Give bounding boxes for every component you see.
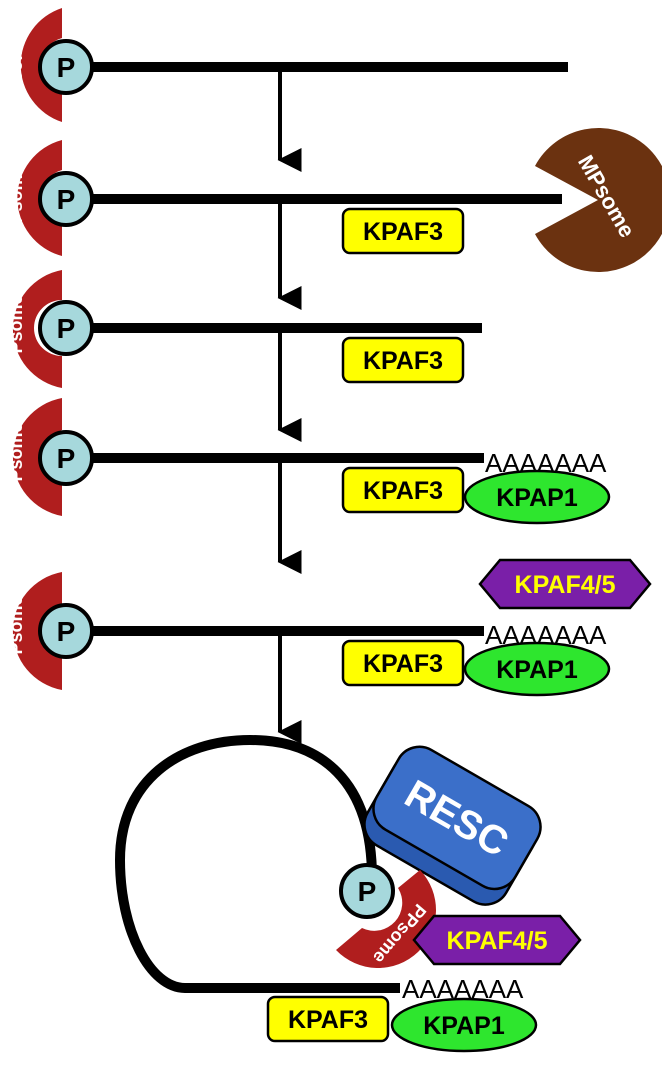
kpap1-ellipse (463, 469, 611, 525)
kpaf3-label: KPAF3 (363, 218, 443, 246)
ppsome-label: PPsome (6, 422, 26, 493)
kpaf3-label: KPAF3 (363, 477, 443, 505)
stage-2: PPsome P KPAF3 MPsome (6, 128, 662, 272)
phosphate-label: P (57, 313, 76, 344)
phosphate-circle (38, 430, 94, 486)
kpaf3-box (266, 995, 390, 1043)
ppsome-icon (12, 270, 63, 388)
kpap1-ellipse (390, 997, 538, 1053)
kpaf45-label: KPAF4/5 (515, 571, 616, 599)
phosphate-label: P (57, 52, 76, 83)
phosphate-label: P (358, 876, 377, 907)
kpaf3-box (341, 207, 465, 255)
looped-rna-strand (114, 734, 400, 993)
ppsome-label: PPsome (6, 294, 26, 365)
stage-4: PPsome P AAAAAAA KPAF3 KPAP1 (6, 398, 611, 525)
phosphate-label: P (57, 616, 76, 647)
circularized-complex: RESC PPsome P KPAF4/5 AAAAAAA KPAF3 KPAP… (114, 734, 582, 1053)
kpaf3-box (341, 639, 465, 687)
mpsome-icon (535, 128, 662, 272)
kpap1-ellipse (463, 641, 611, 697)
kpaf3-label: KPAF3 (363, 650, 443, 678)
phosphate-circle (38, 39, 94, 95)
stage-5: PPsome P KPAF4/5 AAAAAAA KPAF3 KPAP1 (6, 558, 652, 697)
kpap1-label: KPAP1 (423, 1012, 505, 1040)
kpaf45-hexagon (412, 914, 582, 966)
ppsome-label: PPsome (6, 595, 26, 666)
kpaf3-label: KPAF3 (288, 1006, 368, 1034)
kpaf45-hexagon (478, 558, 652, 610)
phosphate-circle (339, 863, 395, 919)
ppsome-icon (12, 572, 63, 690)
phosphate-circle (38, 603, 94, 659)
kpap1-label: KPAP1 (496, 484, 578, 512)
phosphate-label: P (57, 184, 76, 215)
stage-3: PPsome P KPAF3 (6, 270, 482, 388)
phosphate-circle (38, 300, 94, 356)
phosphate-label: P (57, 443, 76, 474)
stage-1: PPsome P (6, 8, 568, 122)
kpaf3-box (341, 336, 465, 384)
kpaf3-box (341, 466, 465, 514)
kpaf45-label: KPAF4/5 (447, 927, 548, 955)
kpaf3-label: KPAF3 (363, 347, 443, 375)
resc-complex: RESC (363, 745, 542, 906)
kpap1-label: KPAP1 (496, 656, 578, 684)
ppsome-icon (12, 398, 62, 516)
phosphate-circle (38, 171, 94, 227)
ppsome-label: PPsome (6, 164, 26, 235)
ppsome-label: PPsome (6, 34, 26, 105)
ppsome-icon (336, 870, 436, 968)
